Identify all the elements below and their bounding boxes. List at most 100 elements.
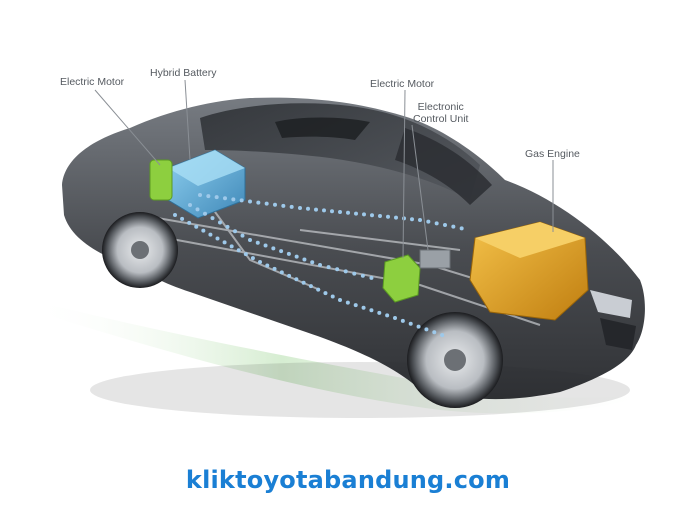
flow-dot [187,220,192,225]
flow-dot [330,294,335,299]
label-ecu-line1: Electronic [417,101,464,113]
flow-dot [210,216,215,221]
flow-dot [335,267,340,272]
flow-dot [222,240,227,245]
flow-dot [272,266,277,271]
gas-engine-block [469,221,589,321]
flow-dot [225,224,230,229]
flow-dot [378,214,382,218]
flow-dot [443,223,447,227]
flow-dot [338,210,342,214]
flow-dot [353,303,358,308]
flow-dot [352,271,357,276]
flow-dot [233,229,237,234]
flow-dot [279,270,284,275]
flow-dot [400,318,405,323]
flow-dot [326,265,331,270]
flow-dot [240,233,245,238]
flow-dot [243,252,248,257]
flow-dot [231,197,236,202]
flow-dot [198,193,202,197]
flow-dot [256,200,261,205]
flow-dot [206,194,211,199]
flow-dot [287,273,292,278]
flow-dot [316,287,321,292]
flow-dot [271,246,276,251]
flow-dot [370,213,374,218]
flow-dot [301,280,306,285]
flow-dot [424,327,429,332]
flow-dot [306,206,310,211]
flow-dot [440,333,445,338]
flow-dot [194,224,199,229]
flow-dot [229,244,234,249]
flow-dot [180,216,185,221]
flow-dot [393,316,397,320]
flow-dot [459,226,464,231]
flow-dot [195,207,200,212]
energy-flow-dots [173,193,464,338]
flow-dot [394,215,398,220]
label-electric-motor-left: Electric Motor [60,76,125,88]
windshield [395,128,492,205]
roof-glass [200,103,480,200]
rear-wheel-hub [131,241,149,259]
flow-dot [338,298,342,302]
flow-dot [369,308,374,313]
flow-dot [294,254,299,259]
flow-dot [432,330,437,335]
flow-dot [263,243,268,248]
flow-dot [188,203,192,207]
flow-dot [215,236,220,241]
ecu-block [419,249,451,269]
flow-dot [223,196,227,201]
flow-dot [173,213,177,217]
sunroof [275,117,370,140]
front-wheel-hub [444,349,466,371]
flow-dot [302,257,307,262]
label-gas-engine: Gas Engine [525,148,580,160]
flow-dot [360,273,365,278]
flow-dot [322,208,326,213]
flow-dot [264,201,269,206]
flow-dot [214,195,219,200]
flow-dot [362,212,366,217]
headlight [590,290,632,318]
flow-dot [434,221,439,226]
flow-dot [361,305,366,310]
flow-dot [255,240,260,245]
watermark-url: kliktoyotabandung.com [185,466,511,494]
flow-dot [258,260,262,264]
flow-dot [281,203,286,208]
flow-dot [289,204,294,209]
flow-dot [402,216,406,221]
ground-swoosh [30,300,660,414]
flow-dot [408,321,413,326]
flow-dot [310,260,315,265]
flow-dot [377,310,382,315]
flow-dot [386,214,390,219]
flow-dot [294,277,299,282]
electric-motor-left-block [149,159,173,201]
flow-dot [308,284,313,289]
flow-dot [343,269,348,274]
flow-dot [416,324,421,329]
flow-dot [208,232,213,237]
label-ecu-line2: Control Unit [413,113,469,125]
flow-dot [426,219,431,224]
flow-dot [451,224,456,229]
flow-dot [410,217,414,222]
flow-dot [265,263,270,268]
flow-dot [250,256,255,261]
label-electronic-control-unit: Electronic Control Unit [413,101,468,125]
flow-dot [346,210,350,215]
flow-dot [248,238,252,242]
flow-dot [286,251,291,256]
flow-dot [239,198,244,203]
flow-dot [314,207,318,212]
flow-dot [323,291,328,296]
flow-dot [236,248,241,253]
flow-dot [354,211,358,216]
flow-dot [279,249,284,254]
